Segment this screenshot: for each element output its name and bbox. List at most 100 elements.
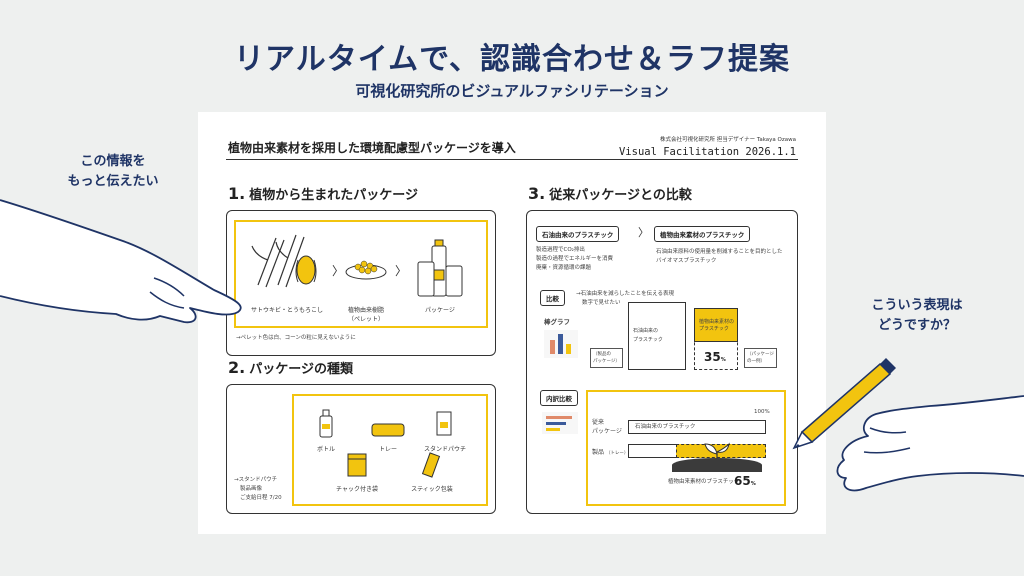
zipper-bag-icon [347, 453, 367, 477]
left-note: この情報を もっと伝えたい [48, 152, 178, 192]
soil-mound [672, 458, 762, 472]
section2-title: パッケージの種類 [249, 362, 353, 377]
bar-right-small-2: の一例） [747, 359, 765, 364]
section2-note-line-2: 製品画像 [240, 486, 263, 492]
bar-left-small: （製品の パッケージ） [590, 348, 623, 368]
bar-graph-label: 棒グラフ [544, 318, 570, 326]
hikaku-note-2: 数字で見せたい [582, 300, 621, 306]
row2-label: 製品 （トレー） [592, 448, 628, 458]
pellet-plate-icon [345, 260, 387, 280]
section3-heading: 3.従来パッケージとの比較 [528, 184, 692, 203]
sugarcane-corn-icon [251, 234, 317, 288]
bar-right-small-1: （パッケージ [747, 352, 774, 357]
row1-bar: 石油由来のプラスチック [628, 420, 766, 434]
plant-bar-label: 植物由来素材の プラスチック [699, 319, 734, 333]
percent-65-number: 65 [734, 474, 751, 488]
company-credit: 株式会社可視化研究所 担当デザイナー Takaya Ozawa [660, 137, 796, 143]
compare-arrow-icon: 〉 [638, 226, 649, 239]
hikaku-tag: 比較 [540, 290, 565, 306]
left-note-line-1: この情報を [80, 154, 146, 169]
compare-right-desc: 石油由来原料の使用量を削減することを目的とした バイオマスプラスチック [656, 248, 783, 266]
item-sugarcane-label: サトウキビ・とうもろこし [250, 307, 323, 314]
right-desc-2: バイオマスプラスチック [656, 258, 717, 264]
section1-highlight [234, 220, 488, 328]
row2-label-small: （トレー） [605, 451, 629, 456]
plant-bar-fill: 植物由来素材の プラスチック [694, 308, 738, 342]
section3-title: 従来パッケージとの比較 [549, 188, 692, 203]
page-subtitle: 可視化研究所のビジュアルファシリテーション [355, 82, 669, 100]
naiyaku-tag: 内訳比較 [540, 390, 578, 406]
section2-note: →スタンドパウチ 製品画像 ご支給日程 7/20 [234, 476, 282, 503]
arrow-icon-1: 〉 [332, 264, 345, 278]
plant-label-1: 植物由来素材の [699, 319, 735, 325]
section2-highlight [292, 394, 488, 506]
arrow-icon-2: 〉 [395, 264, 408, 278]
right-note-line-2: どうですか？ [877, 318, 956, 333]
section1-note: →ペレット色は白、コーンの粒に見えないように [236, 335, 356, 341]
whiteboard: 植物由来素材を採用した環境配慮型パッケージを導入 株式会社可視化研究所 担当デザ… [198, 112, 826, 534]
type-tray-label: トレー [378, 446, 397, 453]
section3-highlight [586, 390, 786, 506]
percent-35-unit: % [720, 357, 726, 363]
type-stick-pack-label: スティック包装 [411, 486, 453, 493]
hikaku-note-1: →石油由来を減らしたことを伝える表現 [576, 291, 674, 297]
left-desc-1: 製造過程でCO₂排出 [536, 247, 585, 253]
item-resin-label: 植物由来樹脂 [347, 307, 384, 314]
right-note: こういう表現は どうですか？ [852, 296, 982, 336]
date-label: Visual Facilitation 2026.1.1 [618, 146, 796, 158]
percent-35-number: 35 [704, 350, 721, 364]
petroleum-label-1: 石油由来の [633, 328, 659, 334]
bar-chart-thumbnail-icon [544, 330, 578, 358]
type-stand-pouch-label: スタンドパウチ [423, 446, 466, 453]
right-desc-1: 石油由来原料の使用量を削減することを目的とした [656, 249, 783, 255]
stick-pack-icon [422, 452, 441, 478]
pointing-hand-illustration [0, 199, 242, 324]
section3-number: 3. [528, 184, 546, 203]
type-bottle-label: ボトル [316, 446, 335, 453]
row1-label-2: パッケージ [592, 428, 622, 435]
section1-number: 1. [228, 184, 246, 203]
board-divider [226, 159, 798, 160]
left-note-line-2: もっと伝えたい [67, 174, 159, 189]
bar-left-small-1: （製品の [593, 352, 611, 357]
petroleum-label-2: プラスチック [633, 337, 663, 343]
pencil-hand-illustration [792, 358, 1024, 492]
petroleum-bar: 石油由来の プラスチック [628, 302, 686, 370]
bar-left-small-2: パッケージ） [593, 359, 620, 364]
bottle-icon [319, 409, 333, 438]
type-zipper-bag-label: チャック付き袋 [336, 486, 378, 493]
tray-icon [371, 423, 405, 437]
section2-note-line-1: →スタンドパウチ [234, 477, 278, 483]
compare-left-desc: 製造過程でCO₂排出 製造の過程でエネルギーを消費 廃棄・資源循環の課題 [536, 246, 613, 273]
percent-100-label: 100% [754, 409, 770, 415]
compare-left-tag: 石油由来のプラスチック [536, 226, 620, 242]
pencil-icon [792, 358, 896, 450]
section1-title: 植物から生まれたパッケージ [249, 188, 418, 203]
section2-box [226, 384, 496, 514]
page-title: リアルタイムで、認識合わせ＆ラフ提案 [234, 42, 790, 77]
left-desc-2: 製造の過程でエネルギーを消費 [536, 256, 614, 262]
hikaku-note: →石油由来を減らしたことを伝える表現 数字で見せたい [576, 290, 674, 308]
section1-heading: 1.植物から生まれたパッケージ [228, 184, 418, 203]
left-desc-3: 廃棄・資源循環の課題 [536, 265, 592, 271]
breakdown-thumbnail-icon [542, 412, 578, 434]
row2-label-text: 製品 [592, 449, 605, 456]
row1-label: 従来 パッケージ [592, 418, 622, 436]
row1-label-1: 従来 [592, 419, 605, 426]
compare-right-tag: 植物由来素材のプラスチック [654, 226, 751, 242]
percent-65-unit: % [750, 481, 756, 487]
row1-bar-label: 石油由来のプラスチック [635, 424, 696, 430]
section2-note-line-3: ご支給日程 7/20 [240, 495, 282, 501]
item-package-label: パッケージ [425, 307, 455, 314]
plant-label-2: プラスチック [699, 326, 729, 332]
right-note-line-1: こういう表現は [871, 298, 963, 313]
section2-number: 2. [228, 358, 246, 377]
petroleum-bar-label: 石油由来の プラスチック [633, 327, 663, 345]
bar-right-small: （パッケージ の一例） [744, 348, 777, 368]
section2-heading: 2.パッケージの種類 [228, 358, 353, 377]
percent-65-value: 65% [734, 474, 756, 488]
plant-caption: 植物由来素材のプラスチック [668, 479, 740, 485]
percent-35-value: 35% [704, 350, 726, 364]
item-pellet-label: （ペレット） [347, 316, 384, 323]
board-title: 植物由来素材を採用した環境配慮型パッケージを導入 [228, 141, 516, 155]
